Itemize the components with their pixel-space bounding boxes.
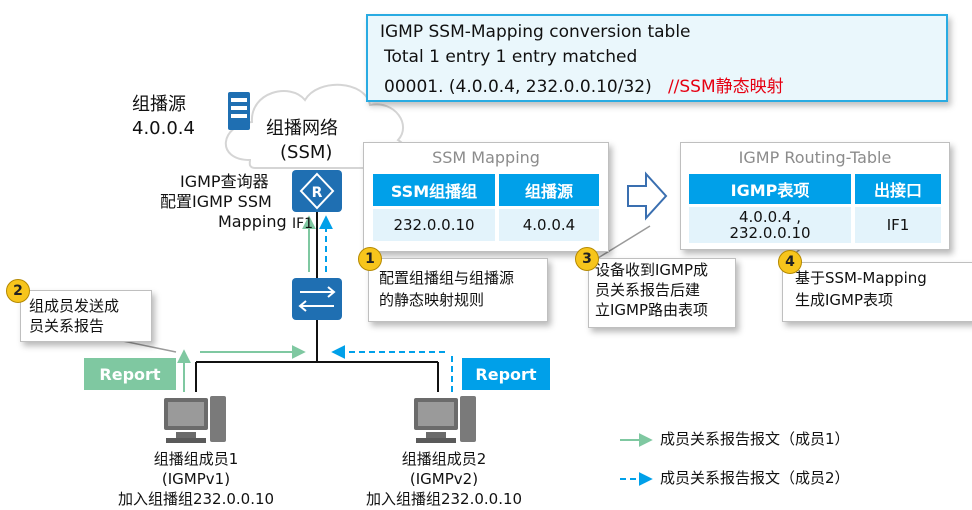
igmp-routing-panel: IGMP Routing-Table IGMP表项 出接口 4.0.0.4 , … [680,142,950,250]
source-server-icon [228,92,250,130]
igmp-header-entry: IGMP表项 [689,174,851,204]
report-label-member2: Report [462,358,550,390]
svg-text:R: R [312,185,323,201]
step4-callout: 基于SSM-Mapping 生成IGMP表项 [782,262,972,322]
network-mode: (SSM) [280,142,333,163]
member2-name: 组播组成员2 [401,450,487,468]
querier-line2: 配置IGMP SSM [160,192,272,211]
pc-icon-member1 [164,396,226,443]
conversion-entry-text: 00001. (4.0.0.4, 232.0.0.10/32) [384,77,652,97]
legend-lines [620,433,653,486]
ssm-mapping-title: SSM Mapping [432,148,540,167]
ssm-header-group: SSM组播组 [373,174,495,206]
step2-badge: 2 [6,279,30,303]
igmp-cell-entry: 4.0.0.4 , 232.0.0.10 [689,207,851,243]
network-name: 组播网络 [266,118,338,139]
pc-icon-member2 [414,396,476,443]
step3-callout: 设备收到IGMP成 员关系报告后建 立IGMP路由表项 [588,258,736,328]
igmp-cell-iface: IF1 [855,207,941,243]
conversion-table-title: IGMP SSM-Mapping conversion table [380,22,691,42]
conversion-entry-comment: //SSM静态映射 [667,77,784,97]
step1-badge: 1 [358,247,382,271]
ssm-conversion-table: IGMP SSM-Mapping conversion table Total … [366,14,948,102]
ssm-mapping-panel: SSM Mapping SSM组播组 组播源 232.0.0.10 4.0.0.… [363,142,609,252]
member1-report-flow [177,215,316,392]
source-ip: 4.0.0.4 [132,118,195,139]
legend-member2: 成员关系报告报文（成员2） [660,469,850,487]
ssm-cell-group: 232.0.0.10 [373,209,495,241]
conversion-table-summary: Total 1 entry 1 entry matched [384,47,638,67]
igmp-routing-title: IGMP Routing-Table [738,148,892,167]
network-links [195,212,439,392]
member2-version: (IGMPv2) [409,470,479,488]
legend-member1: 成员关系报告报文（成员1） [660,430,850,448]
igmp-entry-line2: 232.0.0.10 [729,224,811,242]
igmp-header-iface: 出接口 [855,174,941,204]
ssm-header-source: 组播源 [499,174,599,206]
process-arrow-icon [627,171,668,221]
source-label: 组播源 [132,94,186,115]
igmp-entry-line1: 4.0.0.4 , [738,207,801,226]
querier-line3: Mapping [218,212,287,231]
step3-badge: 3 [575,247,599,271]
step4-line1: 基于SSM-Mapping [795,269,927,287]
member2-join: 加入组播组232.0.0.10 [365,490,523,508]
member2-report-flow [319,215,453,392]
step4-badge: 4 [778,250,802,274]
step2-line2: 员关系报告 [29,317,105,335]
step3-line3: 立IGMP路由表项 [595,301,709,319]
step3-line2: 员关系报告后建 [595,281,701,299]
member1-name: 组播组成员1 [153,450,239,468]
querier-line1: IGMP查询器 [180,172,269,191]
step2-line1: 组成员发送成 [29,297,120,315]
member1-join: 加入组播组232.0.0.10 [117,490,275,508]
step3-line1: 设备收到IGMP成 [595,261,709,279]
conversion-table-entry: 00001. (4.0.0.4, 232.0.0.10/32) //SSM静态映… [384,72,784,97]
step4-line2: 生成IGMP表项 [795,291,894,309]
report-label-member1: Report [84,358,176,390]
if1-label: IF1 [292,216,314,232]
step1-line1: 配置组播组与组播源 [379,269,515,287]
step1-callout: 配置组播组与组播源 的静态映射规则 [368,258,548,322]
step1-line2: 的静态映射规则 [379,291,485,309]
member1-version: (IGMPv1) [161,470,231,488]
ssm-cell-source: 4.0.0.4 [499,209,599,241]
switch-icon [292,278,342,320]
step2-callout: 组成员发送成 员关系报告 [20,290,152,342]
router-icon: R [292,170,342,212]
